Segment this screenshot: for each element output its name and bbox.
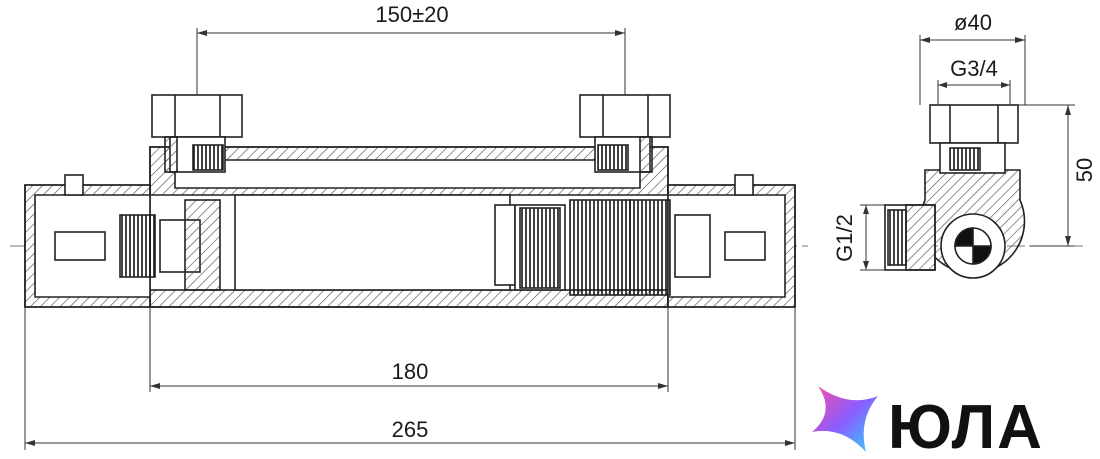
dim-inlet-thread: G1/2: [832, 214, 857, 262]
side-union-nut: [929, 104, 1019, 144]
side-view: [884, 104, 1085, 279]
dim-total-length: 265: [392, 417, 429, 442]
left-spindle: [54, 231, 106, 261]
inner-bore: [234, 194, 511, 291]
dim-diameter: ø40: [954, 10, 992, 35]
left-union-nut: [151, 94, 243, 173]
logo-star-icon: [812, 386, 878, 452]
dim-spacing: 150±20: [375, 2, 448, 27]
front-view: [10, 94, 808, 308]
dim-inner-length: 180: [392, 359, 429, 384]
dimension-lines: [24, 28, 796, 450]
thermo-cartridge: [494, 204, 516, 286]
logo: ЮЛА: [812, 386, 1044, 459]
side-dimension-lines: [860, 35, 1075, 271]
dim-outlet-thread: G3/4: [950, 56, 998, 81]
right-union-nut: [579, 94, 671, 173]
logo-wordmark: ЮЛА: [888, 393, 1044, 459]
dim-height: 50: [1072, 158, 1097, 182]
